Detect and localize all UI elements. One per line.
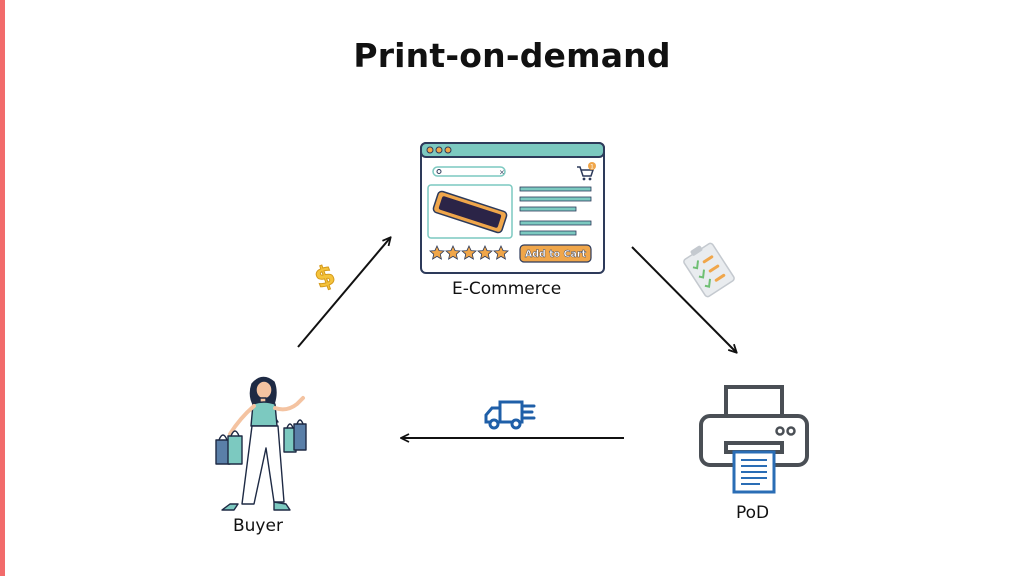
phone-product-icon [432,190,508,234]
delivery-truck-icon [484,400,536,430]
svg-text:$: $ [310,258,340,296]
buyer-label: Buyer [233,516,283,536]
shopper-woman-icon [215,376,307,511]
add-to-cart-label: Add to Cart [525,249,587,260]
cart-badge: 1 [590,164,594,171]
cart-icon [577,162,596,181]
dollar-icon: $ [310,257,341,296]
search-bar: × [432,166,506,177]
pod-label: PoD [736,503,770,523]
rating-stars [429,245,509,260]
browser-shop-icon: × 1 Add to [420,142,605,274]
arrow-buyer-to-ecommerce [297,238,390,348]
left-accent-bar [0,0,5,576]
page-title: Print-on-demand [353,36,671,75]
add-to-cart-button: Add to Cart [519,244,592,263]
printer-icon [699,385,809,494]
printed-page-icon [732,450,776,494]
arrow-ecommerce-to-pod [631,246,736,352]
order-list-icon [683,242,735,298]
svg-text:×: × [499,169,505,177]
ecommerce-label: E-Commerce [452,279,562,299]
